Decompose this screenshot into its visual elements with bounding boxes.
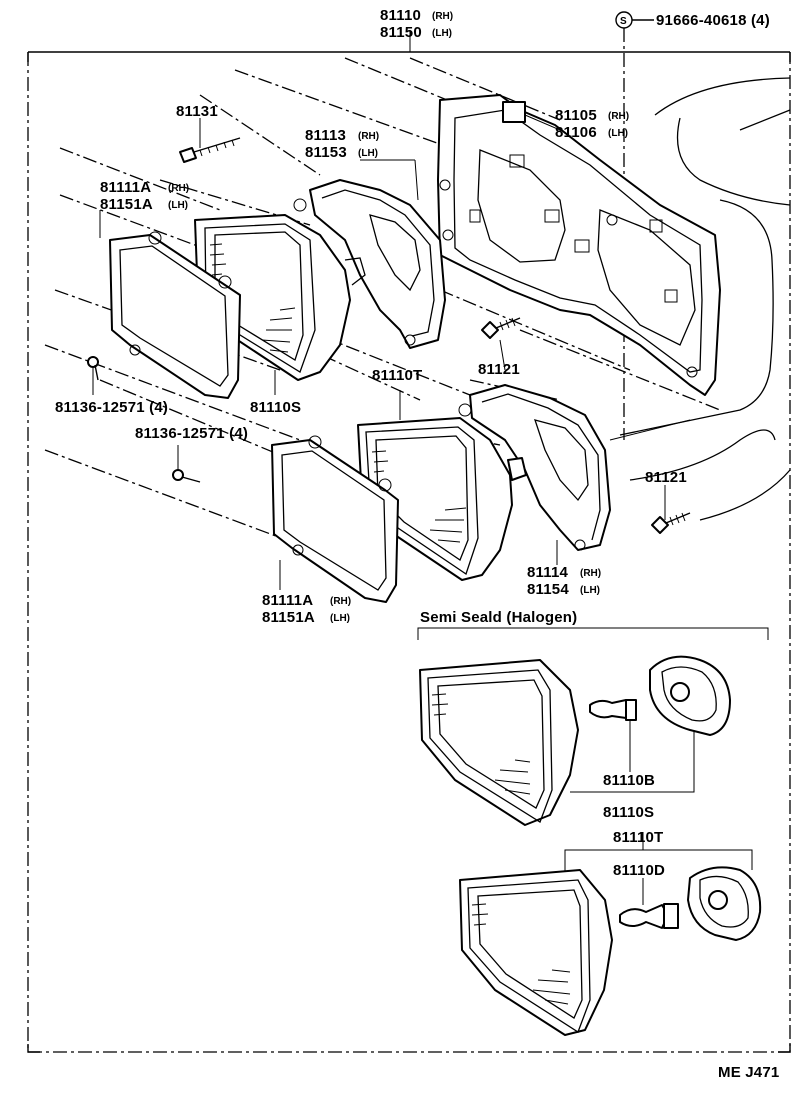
svg-text:(RH): (RH) <box>580 568 601 579</box>
svg-text:81106: 81106 <box>555 124 597 141</box>
svg-text:(LH): (LH) <box>168 200 188 211</box>
screw-81136-upper-icon <box>87 356 99 381</box>
svg-text:(LH): (LH) <box>358 148 378 159</box>
bulb-socket-icon <box>687 866 762 941</box>
leader-lines <box>92 114 666 590</box>
semi-sealed-section <box>417 627 769 826</box>
svg-text:81110S: 81110S <box>250 399 301 416</box>
svg-text:81114: 81114 <box>527 564 569 581</box>
svg-text:81110S: 81110S <box>603 804 654 821</box>
halogen-bulb-81110d-icon <box>619 903 679 929</box>
svg-text:81136-12571 (4): 81136-12571 (4) <box>55 399 168 416</box>
svg-text:81110D: 81110D <box>613 862 665 879</box>
svg-text:81150: 81150 <box>380 24 422 41</box>
svg-text:81105: 81105 <box>555 107 597 124</box>
svg-text:S: S <box>620 16 627 27</box>
svg-text:81154: 81154 <box>527 581 569 598</box>
svg-text:81110T: 81110T <box>613 829 663 846</box>
adjusting-screw-lower-icon <box>651 512 691 534</box>
lower-retaining-ring <box>271 435 399 603</box>
svg-text:81110: 81110 <box>380 7 421 24</box>
lens-pattern <box>471 903 571 1005</box>
svg-text:(LH): (LH) <box>330 613 350 624</box>
svg-text:81136-12571 (4): 81136-12571 (4) <box>135 425 248 442</box>
screw-81131-icon <box>179 137 241 163</box>
svg-text:Semi Seald (Halogen): Semi Seald (Halogen) <box>420 609 577 626</box>
svg-text:ME J471: ME J471 <box>718 1064 779 1081</box>
svg-text:(RH): (RH) <box>330 596 351 607</box>
halogen-lamp-unit <box>459 869 613 1036</box>
upper-retaining-ring <box>109 231 241 399</box>
svg-text:81121: 81121 <box>645 469 687 486</box>
part-labels: 81131 81113 (RH) 81153 (LH) 81105 (RH) 8… <box>55 103 779 1081</box>
svg-text:81121: 81121 <box>478 361 520 378</box>
adjusting-screw-upper-icon <box>481 317 521 339</box>
svg-text:81151A: 81151A <box>100 196 153 213</box>
semi-sealed-lamp <box>419 659 579 826</box>
svg-text:(RH): (RH) <box>358 131 379 142</box>
lens-pattern <box>209 243 296 353</box>
svg-text:81111A: 81111A <box>100 179 151 196</box>
headlamp-mounting-bracket <box>437 94 721 396</box>
screw-81136-lower-icon <box>172 469 201 483</box>
halogen-bulb-81110b-icon <box>589 699 637 721</box>
svg-text:81110T: 81110T <box>372 367 422 384</box>
svg-text:81131: 81131 <box>176 103 218 120</box>
svg-text:81151A: 81151A <box>262 609 315 626</box>
svg-text:(LH): (LH) <box>432 28 452 39</box>
svg-text:(RH): (RH) <box>168 183 189 194</box>
svg-text:(RH): (RH) <box>608 111 629 122</box>
lower-headlamp-housing <box>458 384 611 551</box>
lower-halogen-lamp <box>357 417 527 581</box>
svg-text:(LH): (LH) <box>580 585 600 596</box>
lens-pattern <box>371 450 467 543</box>
svg-text:81110B: 81110B <box>603 772 655 789</box>
upper-headlamp-housing <box>293 179 446 349</box>
svg-text:81113: 81113 <box>305 127 346 144</box>
svg-text:81153: 81153 <box>305 144 347 161</box>
assembly-code-label: 81110 (RH) 81150 (LH) <box>380 7 453 41</box>
svg-text:81111A: 81111A <box>262 592 313 609</box>
svg-text:(LH): (LH) <box>608 128 628 139</box>
assembly-frame <box>27 30 791 1053</box>
bulb-socket-icon <box>649 655 731 736</box>
lens-pattern <box>431 693 531 795</box>
svg-text:(RH): (RH) <box>432 11 453 22</box>
svg-text:91666-40618 (4): 91666-40618 (4) <box>656 12 770 29</box>
halogen-lamp-assembly <box>459 832 762 1036</box>
vehicle-body-outline <box>609 77 791 521</box>
